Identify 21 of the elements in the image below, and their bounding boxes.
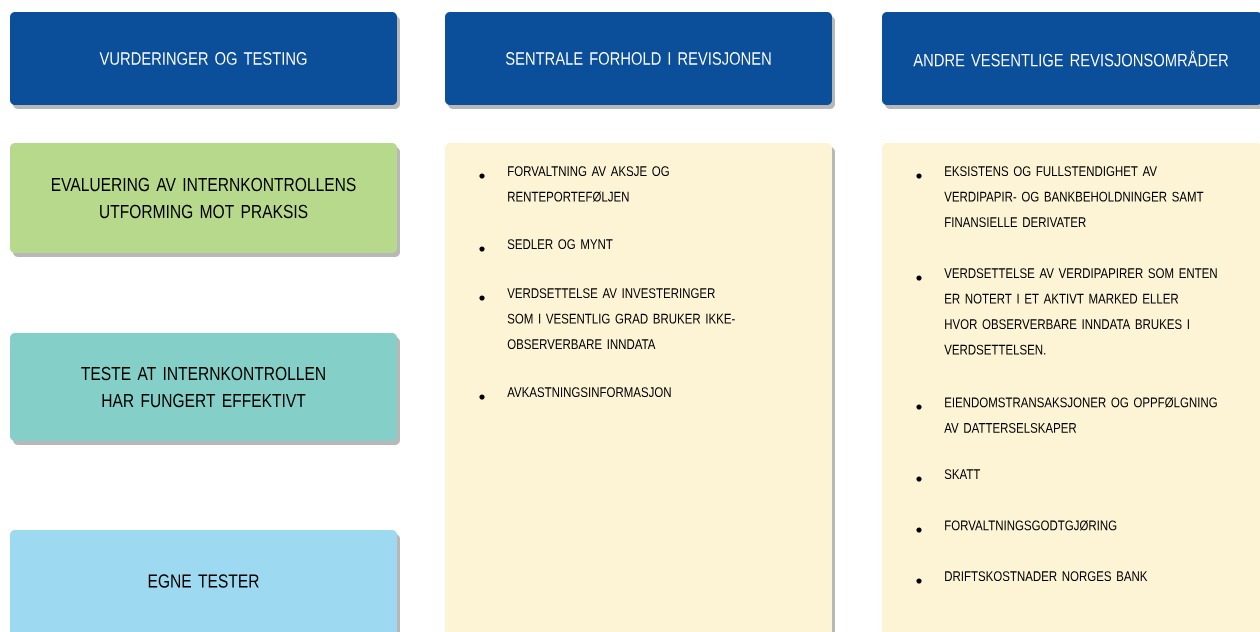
bullet-item: AVKASTNINGSINFORMASJON (479, 387, 671, 400)
bullet-item: EIENDOMSTRANSAKSJONER OG OPPFØLGNING AV DATTERSELSKAPER (916, 397, 1217, 433)
step-box: EGNE TESTER (10, 530, 400, 632)
bullet-item: SKATT (916, 469, 981, 482)
step-box: EVALUERING AV INTERNKONTROLLENS UTFORMING MOT PRAKSIS (10, 143, 400, 257)
list-panel (445, 143, 835, 632)
bullet-item: FORVALTNING AV AKSJE OG RENTEPORTEFØLJEN (479, 166, 669, 202)
column-header: VURDERINGER OG TESTING (10, 12, 400, 109)
list-panel (882, 143, 1260, 632)
column-header: SENTRALE FORHOLD I REVISJONEN (445, 12, 835, 109)
column-header: ANDRE VESENTLIGE REVISJONSOMRÅDER (882, 12, 1260, 109)
node-label: DRIFTSKOSTNADER NORGES BANK (945, 571, 1148, 582)
bullet-item: VERDSETTELSE AV VERDIPAPIRER SOM ENTEN ER NOTERT I ET AKTIVT MARKED ELLER HVOR OBSERVERBARE INNDATA BRUKES I VERDSETTELSEN. (916, 268, 1217, 355)
bullet-item: DRIFTSKOSTNADER NORGES BANK (916, 571, 1148, 584)
bullet-item: EKSISTENS OG FULLSTENDIGHET AV VERDIPAPIR- OG BANKBEHOLDNINGER SAMT FINANSIELLE DERIVATER (916, 166, 1204, 228)
bullet-item: FORVALTNINGSGODTGJØRING (916, 520, 1117, 533)
node-label: FORVALTNINGSGODTGJØRING (945, 520, 1117, 531)
node-label: SKATT (944, 469, 981, 480)
bullet-item: VERDSETTELSE AV INVESTERINGER SOM I VESENTLIG GRAD BRUKER IKKE-OBSERVERBARE INNDATA (479, 288, 735, 350)
step-box: TESTE AT INTERNKONTROLLEN HAR FUNGERT EFFEKTIVT (10, 333, 400, 445)
bullet-item: SEDLER OG MYNT (479, 239, 613, 252)
